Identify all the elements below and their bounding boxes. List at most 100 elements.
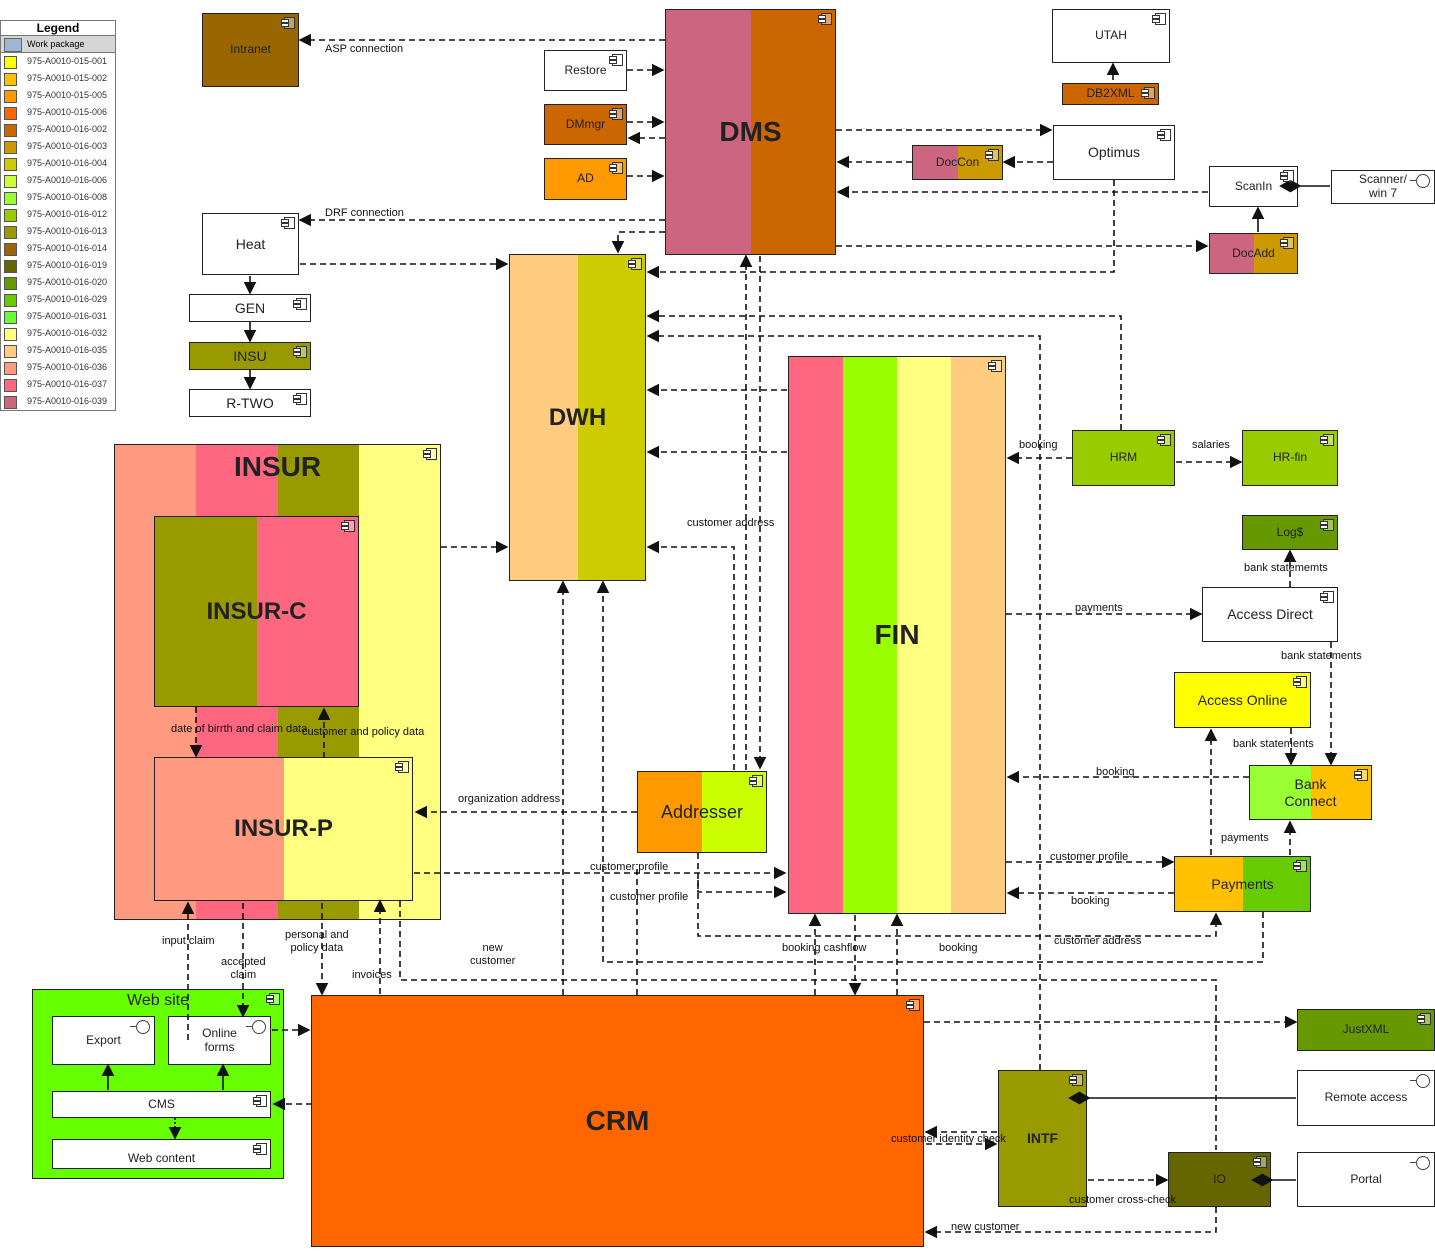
legend-swatch [4,73,17,86]
legend-item: 975-A0010-016-029 [1,291,115,308]
label-customer-crosscheck: customer cross-check [1069,1194,1176,1206]
label-new-customer-1: new customer [470,942,516,967]
component-heat[interactable]: Heat [202,213,299,275]
component-docadd[interactable]: DocAdd [1209,233,1298,274]
component-icon [1320,591,1334,603]
legend-item-label: 975-A0010-015-002 [27,73,108,83]
legend-item: 975-A0010-016-002 [1,121,115,138]
component-fill [666,10,835,254]
component-ad[interactable]: AD [544,158,627,200]
component-insu[interactable]: INSU [189,342,311,370]
legend-item: 975-A0010-015-002 [1,70,115,87]
label-dob-claim: date of birrth and claim data [171,723,308,735]
component-fill [190,390,310,416]
component-accessonline[interactable]: Access Online [1174,672,1311,728]
label-invoices: invoices [352,969,392,981]
component-icon [1141,87,1155,99]
component-icon [281,217,295,229]
component-icon [1157,129,1171,141]
label-new-customer-2: new customer [951,1221,1020,1233]
label-booking-fin: booking [939,942,978,954]
component-accessdirect[interactable]: Access Direct [1202,587,1338,642]
legend-item: 975-A0010-016-020 [1,274,115,291]
component-icon [281,17,295,29]
legend-swatch [4,362,17,375]
legend-item-label: 975-A0010-016-032 [27,328,108,338]
component-icon [609,162,623,174]
component-doccon[interactable]: DocCon [912,145,1003,180]
component-payments[interactable]: Payments [1174,856,1311,912]
component-cms[interactable]: CMS [52,1091,271,1118]
component-label: DWH [548,403,607,431]
component-webcontent[interactable]: Web content [52,1139,271,1169]
component-db2xml[interactable]: DB2XML [1062,83,1159,105]
component-label: DMmgr [565,116,606,131]
component-intranet[interactable]: Intranet [202,13,299,87]
legend-swatch [4,209,17,222]
component-dms[interactable]: DMS [665,9,836,255]
legend-item-label: 975-A0010-016-037 [27,379,108,389]
component-dmmgr[interactable]: DMmgr [544,104,627,145]
label-salaries: salaries [1192,439,1230,451]
component-justxml[interactable]: JustXML [1297,1009,1435,1051]
component-scanner[interactable]: Scanner/ win 7 [1331,170,1435,204]
component-onlineforms[interactable]: Online forms [168,1016,271,1065]
component-crm[interactable]: CRM [311,995,924,1247]
component-insurc[interactable]: INSUR-C [154,516,359,707]
component-icon [423,448,437,460]
label-customer-profile-pay: customer profile [1050,851,1129,863]
component-label: Addresser [660,801,744,822]
component-label: INSUR-P [234,815,333,843]
component-remoteaccess[interactable]: Remote access [1297,1070,1435,1126]
component-logs[interactable]: Log$ [1242,515,1338,550]
component-icon [266,993,280,1005]
component-label: Log$ [1276,524,1304,539]
legend-item: 975-A0010-015-001 [1,53,115,70]
legend-item: 975-A0010-016-032 [1,325,115,342]
component-icon [985,149,999,161]
component-hrfin[interactable]: HR-fin [1242,430,1338,486]
component-icon [628,258,642,270]
component-label: JustXML [1342,1022,1390,1037]
component-label: DB2XML [1086,86,1135,101]
legend-swatch [4,328,17,341]
component-fill [1054,126,1174,179]
component-bankconnect[interactable]: Bank Connect [1249,765,1372,820]
component-icon [1069,1074,1083,1086]
component-label: Portal [1350,1171,1382,1186]
component-label: IO [1213,1171,1226,1186]
component-portal[interactable]: Portal [1297,1152,1435,1207]
component-fill [155,758,412,900]
component-icon [293,393,307,405]
component-icon [1157,434,1171,446]
legend-item-label: 975-A0010-016-035 [27,345,108,355]
legend-item: 975-A0010-016-019 [1,257,115,274]
label-drf-connection: DRF connection [325,207,404,219]
component-fill [638,772,766,852]
legend-swatch [4,260,17,273]
legend-item: 975-A0010-016-014 [1,240,115,257]
component-label: INSUR-C [206,597,307,625]
component-export[interactable]: Export [52,1016,155,1065]
component-icon [1354,769,1368,781]
legend-swatch [4,243,17,256]
legend-item: 975-A0010-016-003 [1,138,115,155]
legend-swatch [4,311,17,324]
component-insurp[interactable]: INSUR-P [154,757,413,901]
component-restore[interactable]: Restore [544,50,627,91]
component-addresser[interactable]: Addresser [637,771,767,853]
component-optimus[interactable]: Optimus [1053,125,1175,180]
component-icon [341,520,355,532]
component-icon [1320,434,1334,446]
legend-swatch [4,141,17,154]
component-dwh[interactable]: DWH [509,254,646,581]
component-fill [155,517,358,706]
component-label: DocCon [935,154,980,169]
component-fin[interactable]: FIN [788,356,1006,914]
legend-item-label: 975-A0010-015-001 [27,56,108,66]
component-label: Scanner/ win 7 [1358,172,1408,200]
component-hrm[interactable]: HRM [1072,430,1175,486]
interface-icon [246,1020,266,1034]
legend-item: 975-A0010-016-037 [1,376,115,393]
component-label: ScanIn [1234,178,1273,193]
